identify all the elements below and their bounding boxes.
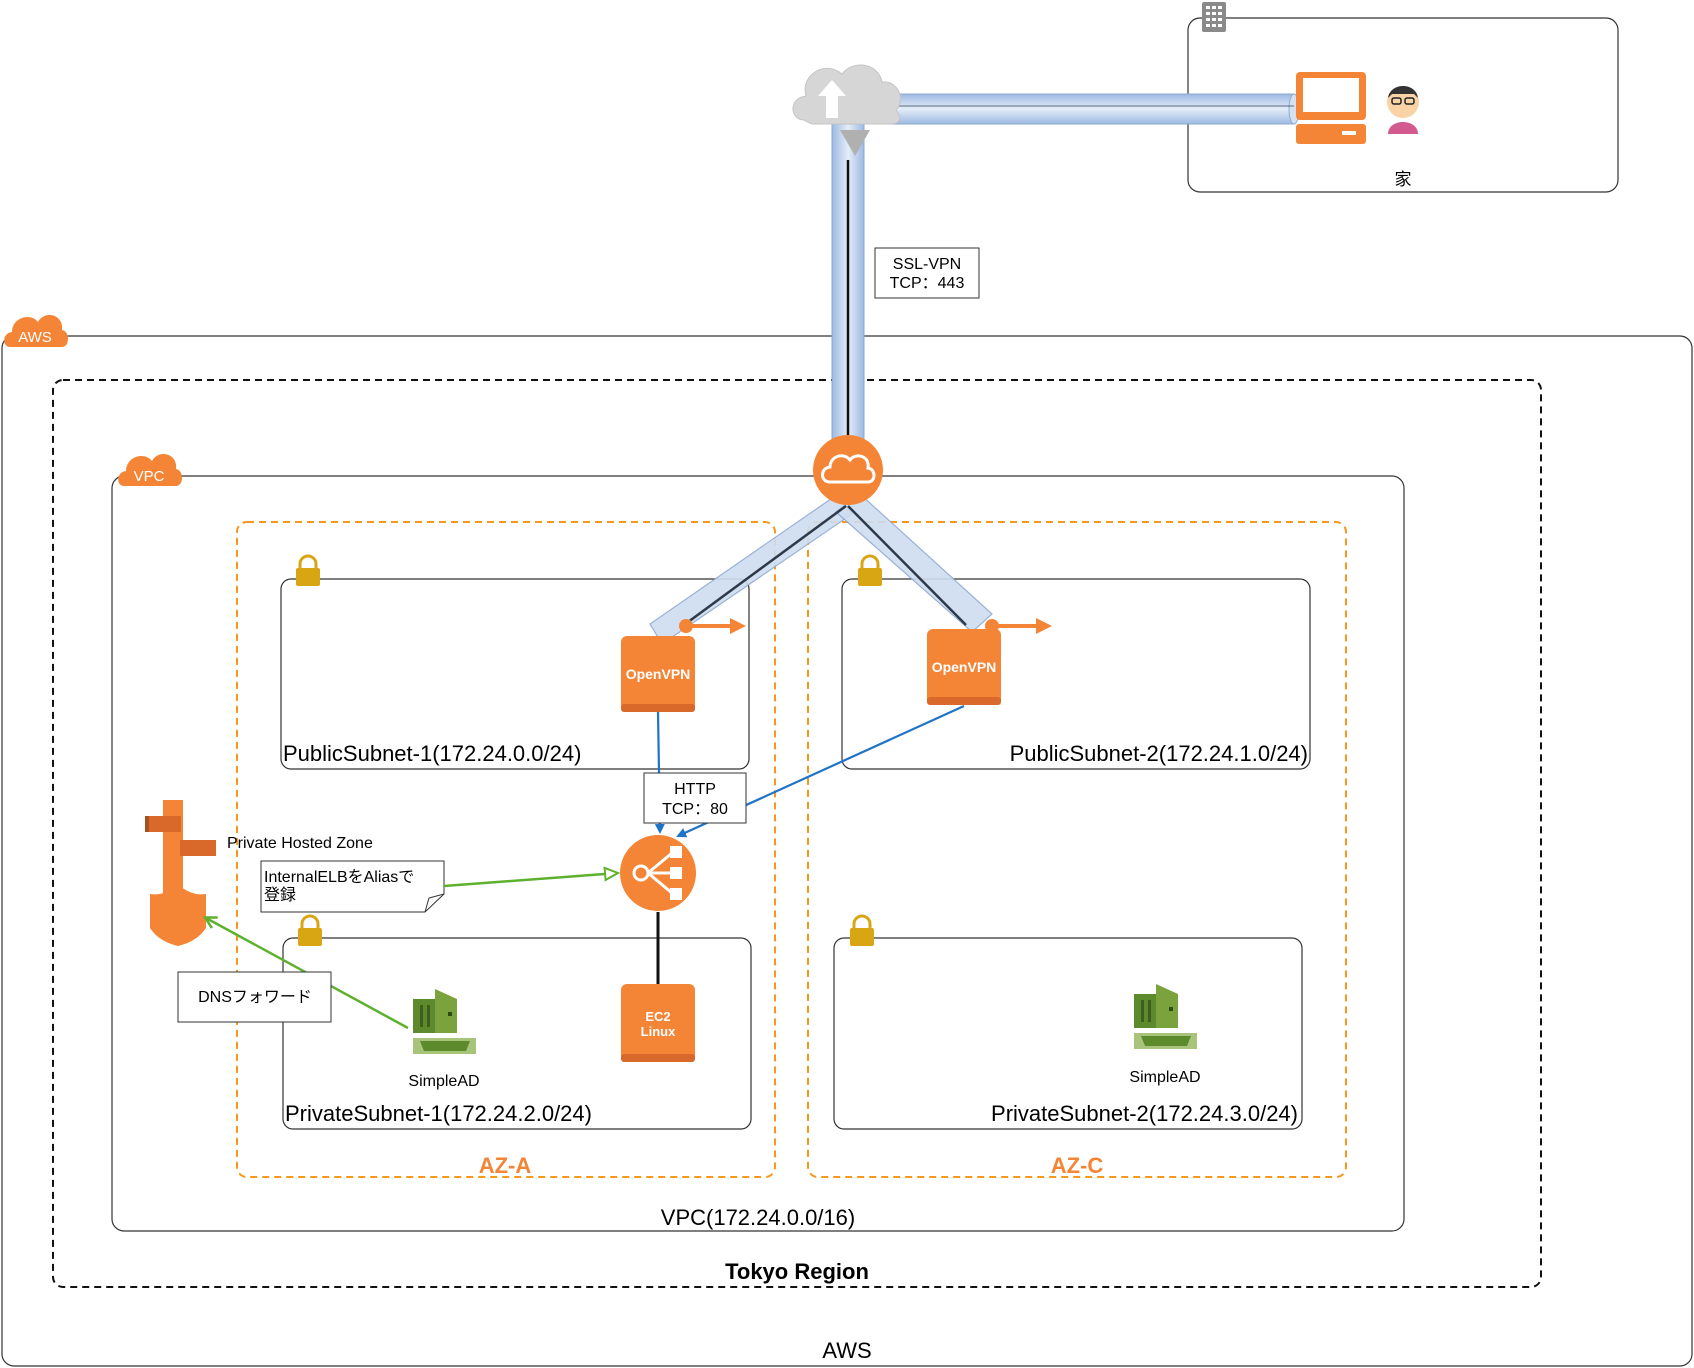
public-subnet-1: PublicSubnet-1(172.24.0.0/24) — [280, 578, 750, 770]
vpc-boundary: VPC(172.24.0.0/16) — [111, 475, 1405, 1232]
simplead-1: SimpleAD — [408, 989, 480, 1090]
ssl-vpn-line2: TCP：443 — [890, 275, 965, 292]
public-subnet-2-label: PublicSubnet-2(172.24.1.0/24) — [1010, 741, 1308, 766]
private-subnet-1: PrivateSubnet-1(172.24.2.0/24) — [282, 937, 752, 1130]
private-subnet-1-label: PrivateSubnet-1(172.24.2.0/24) — [285, 1101, 592, 1126]
lock-icon — [858, 554, 882, 586]
lock-icon — [298, 914, 322, 946]
ec2-line1: EC2 — [645, 1009, 670, 1024]
simplead-2-label: SimpleAD — [1129, 1069, 1200, 1086]
public-subnet-2: PublicSubnet-2(172.24.1.0/24) — [841, 578, 1311, 770]
simplead-1-label: SimpleAD — [408, 1073, 479, 1090]
route53-label: Private Hosted Zone — [227, 835, 373, 852]
public-subnet-1-label: PublicSubnet-1(172.24.0.0/24) — [283, 741, 581, 766]
route53-icon — [145, 800, 216, 946]
lock-icon — [850, 914, 874, 946]
ssl-vpn-label-box: SSL-VPN TCP：443 — [874, 247, 980, 299]
internet-cloud-icon — [792, 64, 901, 156]
simplead-icon — [413, 989, 476, 1054]
internet-gateway-icon — [813, 435, 883, 505]
home-label: 家 — [1395, 170, 1412, 189]
lock-icon — [296, 554, 320, 586]
openvpn-instance-2: OpenVPN — [927, 618, 1052, 705]
az-c-label: AZ-C — [1051, 1153, 1104, 1178]
alias-note-line1: InternalELBをAliasで — [264, 868, 414, 886]
openvpn-2-label: OpenVPN — [932, 659, 997, 675]
vpc-badge-label: VPC — [134, 468, 165, 485]
alias-note: InternalELBをAliasで 登録 — [260, 860, 445, 913]
openvpn-instance-1: OpenVPN — [621, 618, 746, 712]
az-c-boundary: AZ-C — [807, 521, 1347, 1178]
simplead-icon — [1134, 984, 1197, 1049]
aws-cloud-badge: AWS — [4, 315, 69, 347]
openvpn-1-label: OpenVPN — [626, 666, 691, 682]
ec2-linux-instance: EC2 Linux — [621, 984, 695, 1062]
tokyo-region-boundary: Tokyo Region — [52, 379, 1542, 1288]
corporate-building-icon — [1202, 2, 1226, 32]
vpc-cloud-badge: VPC — [118, 454, 182, 486]
ssl-vpn-line1: SSL-VPN — [893, 256, 961, 273]
dns-forward-label: DNSフォワード — [198, 989, 312, 1006]
aws-badge-label: AWS — [18, 329, 52, 346]
route53-private-hosted-zone: Private Hosted Zone — [145, 800, 373, 946]
alias-note-line2: 登録 — [264, 886, 296, 904]
vpc-label: VPC(172.24.0.0/16) — [661, 1205, 855, 1230]
user-avatar-icon — [1387, 86, 1419, 134]
az-a-boundary: AZ-A — [236, 521, 776, 1178]
aws-label: AWS — [822, 1338, 871, 1363]
http-line1: HTTP — [674, 781, 716, 798]
desktop-computer-icon — [1296, 72, 1366, 144]
dns-forward-label-box: DNSフォワード — [177, 971, 332, 1023]
internal-elb-icon — [620, 835, 696, 911]
simplead-2: SimpleAD — [1129, 984, 1201, 1086]
region-label: Tokyo Region — [725, 1259, 869, 1284]
private-subnet-2-label: PrivateSubnet-2(172.24.3.0/24) — [991, 1101, 1298, 1126]
az-a-label: AZ-A — [479, 1153, 532, 1178]
ec2-line2: Linux — [641, 1024, 676, 1039]
http-line2: TCP：80 — [662, 801, 728, 818]
private-subnet-2: PrivateSubnet-2(172.24.3.0/24) — [833, 937, 1303, 1130]
http-label-box: HTTP TCP：80 — [643, 772, 747, 824]
alias-link — [443, 873, 618, 888]
vpn-tunnel — [649, 93, 1300, 645]
